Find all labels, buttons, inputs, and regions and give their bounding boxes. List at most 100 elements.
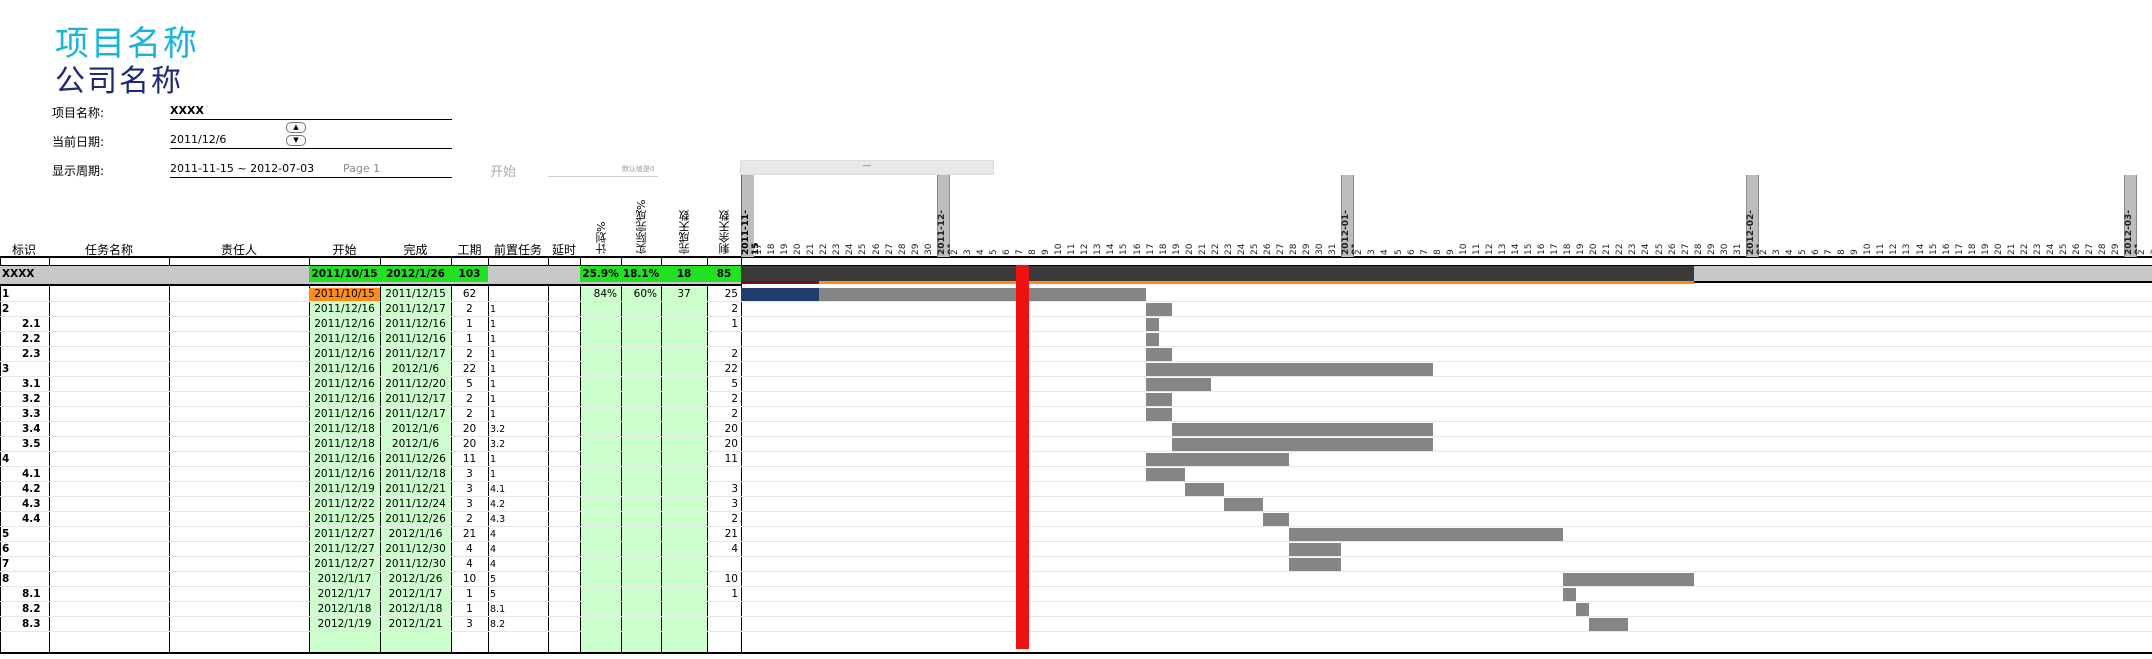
gantt-bar[interactable] <box>1145 453 1290 466</box>
start-offset-input[interactable] <box>548 162 658 177</box>
cell-duration[interactable]: 21 <box>462 528 477 540</box>
cell-remain-days[interactable]: 2 <box>731 408 738 420</box>
table-row[interactable] <box>0 512 2152 527</box>
cell-start[interactable]: 2011/12/25 <box>314 513 375 525</box>
cell-start[interactable]: 2011/12/27 <box>314 543 375 555</box>
cell-finish[interactable]: 2011/12/17 <box>385 393 446 405</box>
cell-remain-days[interactable]: 21 <box>724 528 738 540</box>
cell-finish[interactable]: 2012/1/18 <box>388 603 443 615</box>
table-row[interactable] <box>0 392 2152 407</box>
gantt-bar[interactable] <box>741 288 1146 301</box>
cell-id[interactable]: 8.2 <box>22 603 41 615</box>
cell-start[interactable]: 2011/12/16 <box>314 468 375 480</box>
cell-remain-days[interactable]: 20 <box>724 423 738 435</box>
cell-id[interactable]: 4 <box>2 453 10 465</box>
cell-finish[interactable]: 2011/12/21 <box>385 483 446 495</box>
summary-remain-days[interactable]: 85 <box>707 266 741 282</box>
cell-predecessor[interactable]: 4.3 <box>490 514 506 525</box>
gantt-bar[interactable] <box>1263 513 1290 526</box>
cell-duration[interactable]: 4 <box>466 558 473 570</box>
table-row[interactable] <box>0 527 2152 542</box>
cell-start[interactable]: 2011/12/16 <box>314 318 375 330</box>
cell-predecessor[interactable]: 1 <box>490 469 497 480</box>
cell-start[interactable]: 2011/10/15 <box>309 288 380 301</box>
cell-start[interactable]: 2011/12/27 <box>314 558 375 570</box>
timeline-scrollbar[interactable]: — <box>740 160 994 175</box>
cell-id[interactable]: 4.4 <box>22 513 41 525</box>
cell-predecessor[interactable]: 1 <box>490 304 497 315</box>
gantt-bar[interactable] <box>1563 573 1694 586</box>
cell-predecessor[interactable]: 5 <box>490 574 497 585</box>
cell-start[interactable]: 2011/12/16 <box>314 348 375 360</box>
cell-start[interactable]: 2011/12/18 <box>314 438 375 450</box>
cell-remain-days[interactable]: 1 <box>731 588 738 600</box>
cell-predecessor[interactable]: 4 <box>490 529 497 540</box>
cell-finish[interactable]: 2011/12/24 <box>385 498 446 510</box>
cell-actual-pct[interactable]: 60% <box>633 288 657 300</box>
cell-finish[interactable]: 2011/12/30 <box>385 543 446 555</box>
cell-predecessor[interactable]: 1 <box>490 409 497 420</box>
cell-finish[interactable]: 2012/1/6 <box>391 438 440 450</box>
gantt-bar[interactable] <box>1576 603 1590 616</box>
cell-duration[interactable]: 3 <box>466 498 473 510</box>
cell-finish[interactable]: 2012/1/6 <box>391 363 440 375</box>
cell-start[interactable]: 2012/1/19 <box>317 618 372 630</box>
cell-predecessor[interactable]: 8.1 <box>490 604 506 615</box>
table-row[interactable] <box>0 587 2152 602</box>
cell-duration[interactable]: 2 <box>466 393 473 405</box>
cell-duration[interactable]: 11 <box>462 453 477 465</box>
cell-predecessor[interactable]: 1 <box>490 364 497 375</box>
cell-remain-days[interactable]: 4 <box>731 543 738 555</box>
cell-predecessor[interactable]: 1 <box>490 334 497 345</box>
cell-start[interactable]: 2011/12/16 <box>314 408 375 420</box>
table-row[interactable] <box>0 452 2152 467</box>
table-row[interactable] <box>0 557 2152 572</box>
cell-finish[interactable]: 2011/12/17 <box>385 348 446 360</box>
cell-finish[interactable]: 2012/1/21 <box>388 618 443 630</box>
cell-predecessor[interactable]: 4 <box>490 544 497 555</box>
cell-start[interactable]: 2012/1/18 <box>317 603 372 615</box>
cell-id[interactable]: 4.3 <box>22 498 41 510</box>
display-period-field[interactable]: 2011-11-15 ~ 2012-07-03 Page 1 <box>170 162 452 178</box>
cell-start[interactable]: 2011/12/16 <box>314 363 375 375</box>
cell-duration[interactable]: 1 <box>466 588 473 600</box>
cell-id[interactable]: 2.3 <box>22 348 41 360</box>
cell-predecessor[interactable]: 1 <box>490 454 497 465</box>
table-row[interactable] <box>0 407 2152 422</box>
cell-id[interactable]: 3.3 <box>22 408 41 420</box>
cell-id[interactable]: 6 <box>2 543 10 555</box>
gantt-bar[interactable] <box>1145 333 1159 346</box>
gantt-bar[interactable] <box>1145 348 1172 361</box>
cell-id[interactable]: 4.2 <box>22 483 41 495</box>
table-row[interactable] <box>0 422 2152 437</box>
gantt-bar[interactable] <box>1171 423 1433 436</box>
cell-duration[interactable]: 2 <box>466 348 473 360</box>
cell-start[interactable]: 2011/12/16 <box>314 453 375 465</box>
cell-duration[interactable]: 5 <box>466 378 473 390</box>
table-row[interactable] <box>0 482 2152 497</box>
cell-id[interactable]: 8.3 <box>22 618 41 630</box>
summary-start[interactable]: 2011/10/15 <box>309 266 380 282</box>
cell-finish[interactable]: 2011/12/30 <box>385 558 446 570</box>
cell-start[interactable]: 2011/12/19 <box>314 483 375 495</box>
gantt-bar[interactable] <box>1145 303 1172 316</box>
cell-predecessor[interactable]: 4.2 <box>490 499 506 510</box>
cell-remain-days[interactable]: 10 <box>724 573 738 585</box>
cell-duration[interactable]: 3 <box>466 483 473 495</box>
cell-finish[interactable]: 2011/12/26 <box>385 513 446 525</box>
cell-finish[interactable]: 2011/12/20 <box>385 378 446 390</box>
cell-duration[interactable]: 22 <box>462 363 477 375</box>
cell-id[interactable]: 2.2 <box>22 333 41 345</box>
cell-remain-days[interactable]: 22 <box>724 363 738 375</box>
cell-duration[interactable]: 1 <box>466 603 473 615</box>
gantt-bar[interactable] <box>1145 393 1172 406</box>
cell-id[interactable]: 4.1 <box>22 468 41 480</box>
cell-finish[interactable]: 2011/12/16 <box>385 333 446 345</box>
cell-remain-days[interactable]: 3 <box>731 483 738 495</box>
cell-predecessor[interactable]: 1 <box>490 394 497 405</box>
cell-predecessor[interactable]: 1 <box>490 349 497 360</box>
table-row[interactable] <box>0 302 2152 317</box>
spin-up-icon[interactable]: ▲ <box>286 122 306 133</box>
cell-plan-pct[interactable]: 84% <box>593 288 617 300</box>
cell-id[interactable]: 1 <box>2 288 10 300</box>
